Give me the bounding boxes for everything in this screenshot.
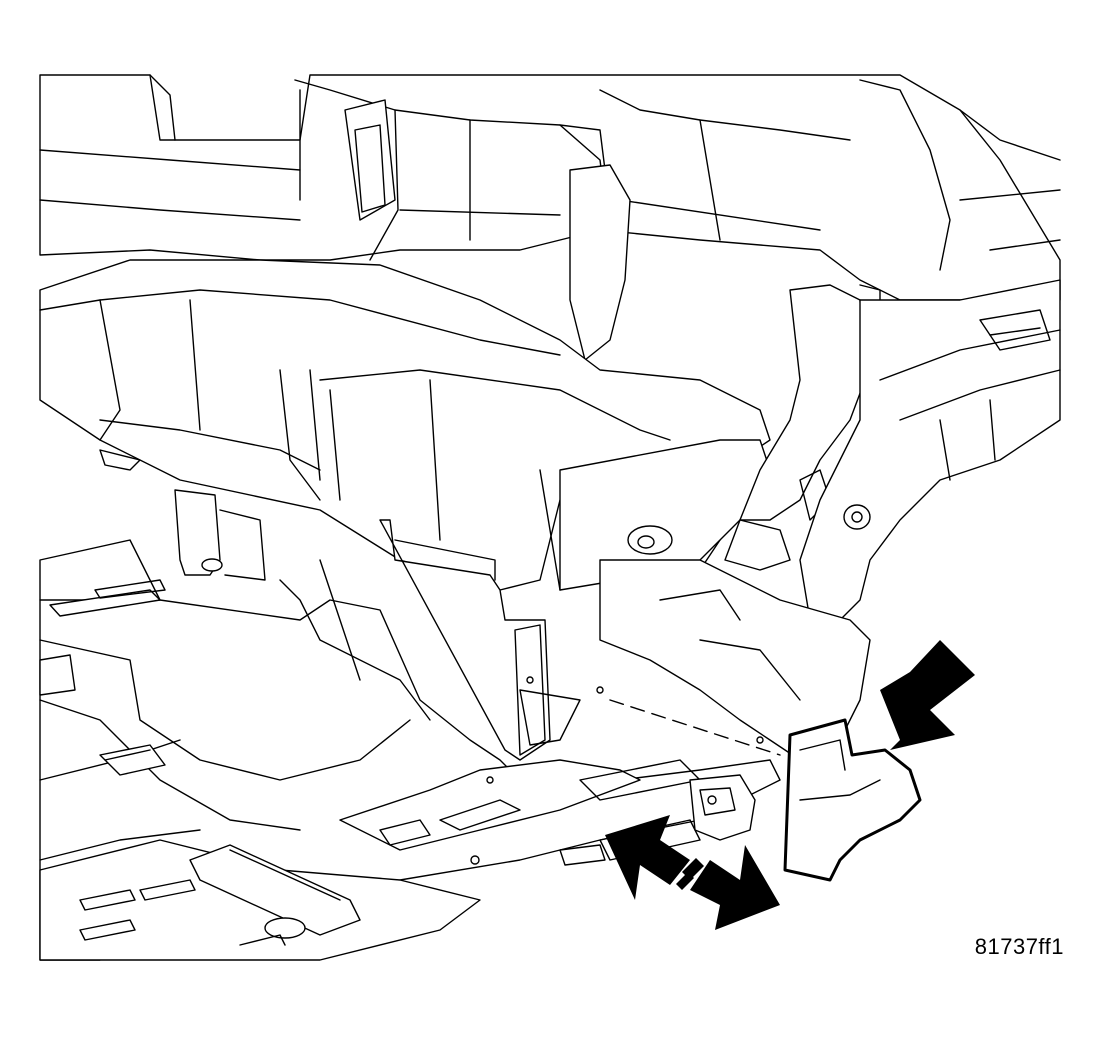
seat-riser-center	[379, 519, 604, 761]
seat-cushion	[39, 259, 771, 591]
side-trim-panel	[799, 279, 1061, 621]
indicator-arrows	[605, 640, 975, 930]
seat-hinge-bracket	[724, 284, 881, 571]
front-floor	[39, 839, 481, 961]
reference-line	[609, 699, 781, 756]
seat-riser-left	[99, 449, 266, 581]
arrow-to-trim-icon	[880, 640, 975, 750]
arrow-lower-right-icon	[690, 845, 780, 930]
trim-cover-piece	[783, 718, 922, 882]
floor-bracket	[559, 774, 756, 866]
seat-back	[39, 74, 1061, 361]
arrow-upper-left-icon	[605, 815, 690, 900]
figure-id-label: 81737ff1	[974, 934, 1064, 959]
